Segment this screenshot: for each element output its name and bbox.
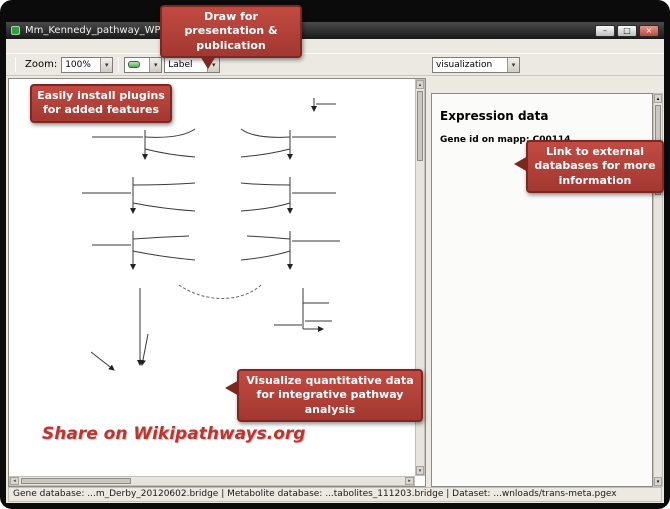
scroll-thumb[interactable] — [417, 91, 423, 161]
app-icon — [11, 26, 20, 35]
callout-visualize: Visualize quantitative data for integrat… — [225, 369, 423, 422]
scroll-left-icon[interactable]: ◂ — [10, 477, 19, 485]
callout-draw-text: Draw for presentation & publication — [184, 10, 278, 52]
separator — [118, 57, 120, 72]
callout-link-text: Link to external databases for more info… — [534, 145, 656, 187]
separator — [15, 57, 16, 72]
chevron-down-icon: ▾ — [507, 58, 519, 72]
title-bar[interactable]: Mm_Kennedy_pathway_WP1771_45176.gpml – □… — [6, 22, 664, 39]
scroll-down-icon[interactable]: ▾ — [654, 477, 662, 486]
chevron-down-icon: ▾ — [149, 57, 162, 72]
callout-arrow-icon — [200, 55, 216, 69]
window-controls: – □ × — [595, 24, 659, 37]
share-text: Share on Wikipathways.org — [42, 424, 306, 444]
datanode-icon — [128, 61, 141, 68]
visualization-select[interactable]: visualization ▾ — [432, 57, 520, 73]
scroll-up-icon[interactable]: ▴ — [416, 80, 424, 89]
zoom-select[interactable]: 100% ▾ — [61, 56, 114, 73]
callout-draw: Draw for presentation & publication — [160, 5, 302, 69]
canvas-horizontal-scrollbar[interactable]: ◂ ▸ — [9, 476, 415, 486]
callout-arrow-icon — [225, 380, 239, 396]
window-body: Mm_Kennedy_pathway_WP1771_45176.gpml – □… — [6, 22, 664, 503]
status-bar: Gene database: ...m_Derby_20120602.bridg… — [8, 487, 662, 502]
side-panel-tabs — [431, 78, 663, 94]
window-title: Mm_Kennedy_pathway_WP1771_45176.gpml — [25, 25, 252, 36]
scroll-down-icon[interactable]: ▾ — [416, 466, 424, 475]
callout-visualize-text: Visualize quantitative data for integrat… — [246, 374, 414, 416]
scroll-thumb[interactable] — [21, 478, 131, 484]
callout-plugins-text: Easily install plugins for added feature… — [37, 89, 165, 117]
maximize-button[interactable]: □ — [617, 24, 637, 37]
label-template-value: Label — [168, 59, 193, 70]
close-button[interactable]: × — [639, 24, 659, 37]
callout-arrow-icon — [514, 156, 528, 172]
pathway-edges — [82, 98, 340, 371]
zoom-label: Zoom: — [25, 59, 58, 70]
datanode-template-select[interactable]: ▾ — [124, 56, 163, 73]
chevron-down-icon: ▾ — [100, 57, 113, 72]
minimize-button[interactable]: – — [595, 24, 615, 37]
visualization-value: visualization — [436, 60, 493, 70]
toolbar: Zoom: 100% ▾ ▾ Label ▾ visualization ▾ — [6, 53, 664, 76]
scroll-right-icon[interactable]: ▸ — [405, 477, 414, 485]
zoom-value: 100% — [65, 59, 91, 70]
expression-data-title: Expression data — [440, 109, 549, 123]
canvas-vertical-scrollbar[interactable]: ▴ ▾ — [415, 79, 425, 476]
scroll-up-icon[interactable]: ▴ — [654, 94, 662, 103]
callout-link: Link to external databases for more info… — [514, 140, 664, 193]
menu-bar — [6, 39, 664, 53]
callout-plugins: Easily install plugins for added feature… — [30, 84, 172, 123]
expression-gene-id: Gene id on mapp: C00114 — [440, 135, 571, 145]
